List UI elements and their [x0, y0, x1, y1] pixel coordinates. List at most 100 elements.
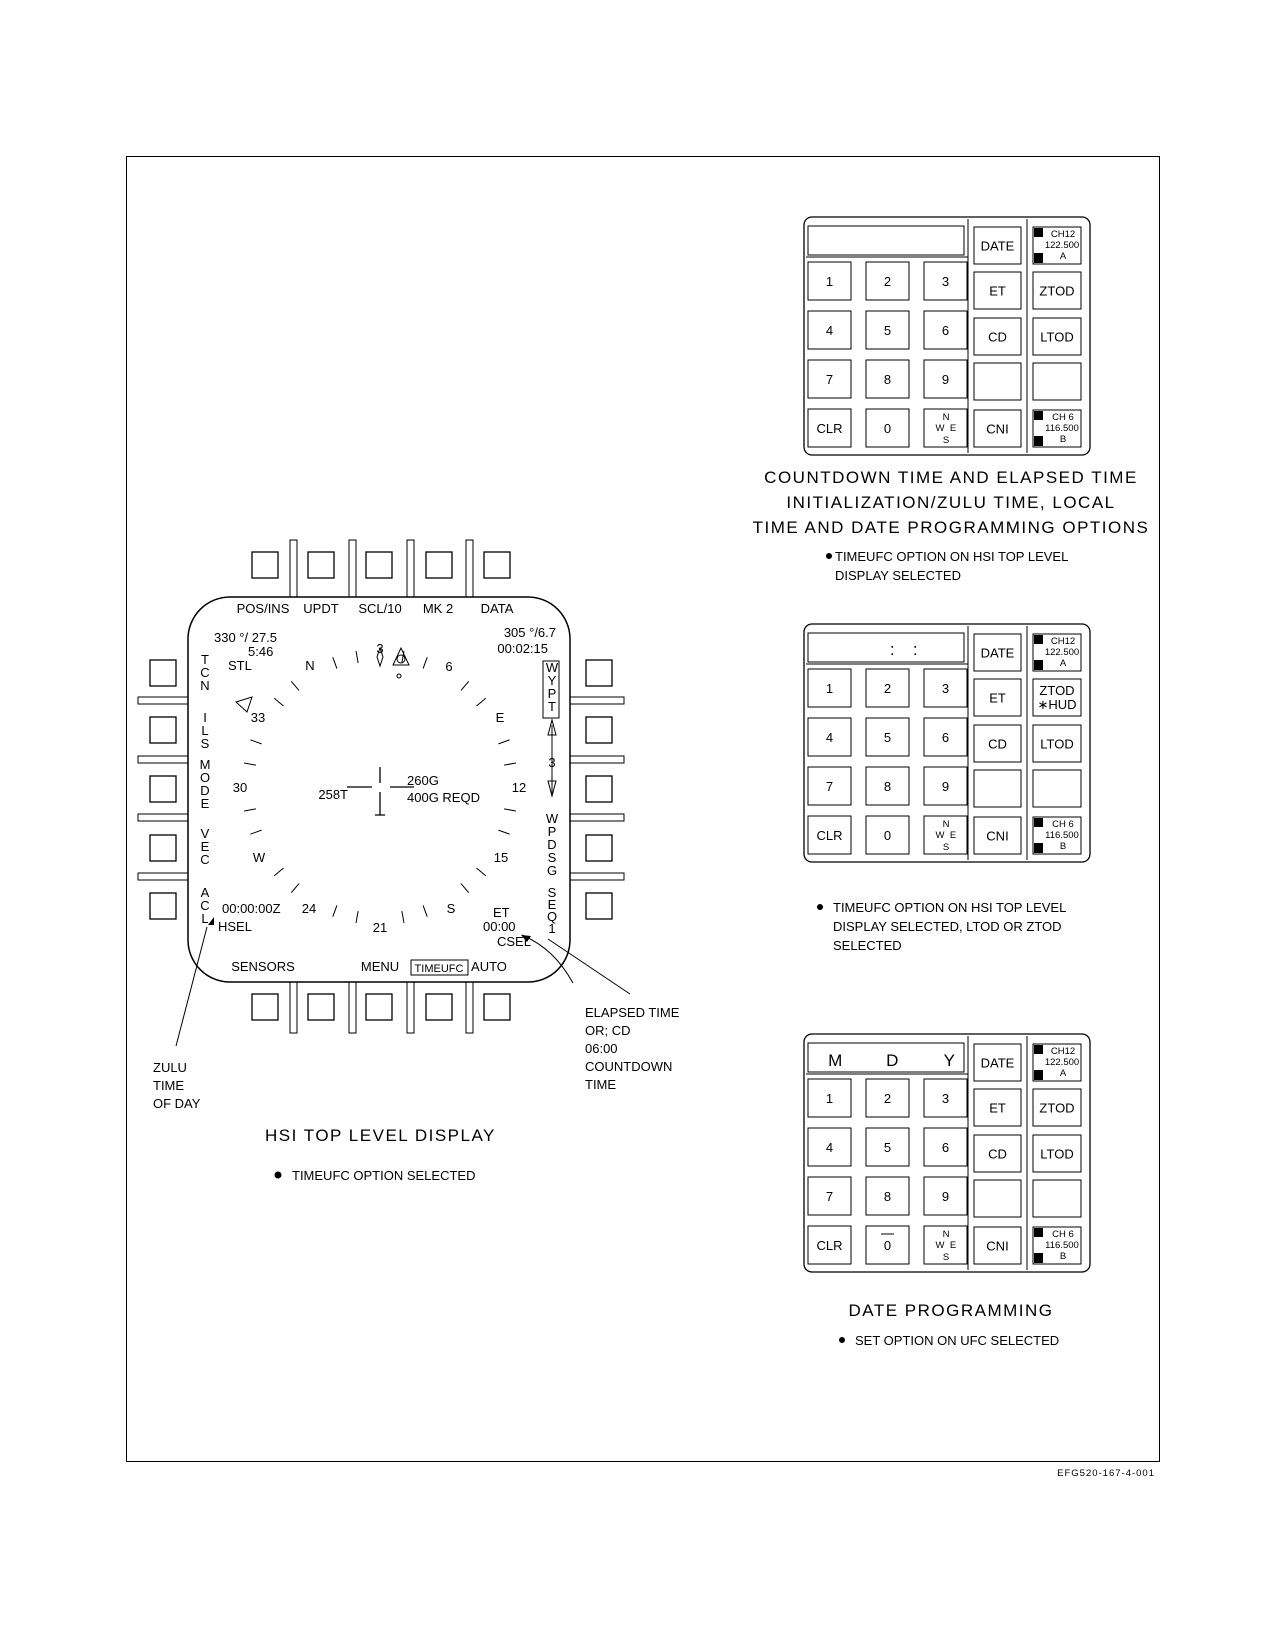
key-9[interactable]: 9	[923, 766, 968, 806]
pushbutton[interactable]	[483, 993, 511, 1021]
pushbutton[interactable]	[585, 892, 613, 920]
key-3[interactable]: 3	[923, 261, 968, 301]
key-cni[interactable]: CNI	[973, 409, 1022, 448]
groundspeed: 260G	[407, 773, 439, 788]
pushbutton[interactable]	[365, 993, 393, 1021]
key-5[interactable]: 5	[865, 1127, 910, 1167]
channel-mode: B	[1060, 1251, 1066, 1262]
key-et[interactable]: ET	[973, 678, 1022, 717]
option-sensors[interactable]: SENSORS	[231, 959, 295, 974]
key-9[interactable]: 9	[923, 1176, 968, 1216]
pushbutton[interactable]	[251, 993, 279, 1021]
key-blank[interactable]	[973, 1179, 1022, 1218]
key-blank[interactable]	[1032, 362, 1082, 401]
key-cd[interactable]: CD	[973, 317, 1022, 356]
key-1[interactable]: 1	[807, 261, 852, 301]
pushbutton[interactable]	[425, 993, 453, 1021]
pushbutton[interactable]	[307, 551, 335, 579]
pushbutton[interactable]	[251, 551, 279, 579]
key-8[interactable]: 8	[865, 1176, 910, 1216]
key-ltod[interactable]: LTOD	[1032, 724, 1082, 763]
key-1[interactable]: 1	[807, 1078, 852, 1118]
key-0[interactable]: 0	[865, 408, 910, 448]
key-cd[interactable]: CD	[973, 1134, 1022, 1173]
key-9[interactable]: 9	[923, 359, 968, 399]
key-et[interactable]: ET	[973, 1088, 1022, 1127]
key-clr[interactable]: CLR	[807, 408, 852, 448]
key-8[interactable]: 8	[865, 359, 910, 399]
pushbutton[interactable]	[585, 659, 613, 687]
pushbutton[interactable]	[149, 892, 177, 920]
key-ltod[interactable]: LTOD	[1032, 1134, 1082, 1173]
key-cni[interactable]: CNI	[973, 1226, 1022, 1265]
key-2[interactable]: 2	[865, 261, 910, 301]
key-clr[interactable]: CLR	[807, 1225, 852, 1265]
key-ztod[interactable]: ZTOD∗HUD	[1032, 678, 1082, 717]
key-7[interactable]: 7	[807, 1176, 852, 1216]
key-ztod[interactable]: ZTOD	[1032, 271, 1082, 310]
option-acl[interactable]: ACL	[200, 885, 209, 926]
key-et[interactable]: ET	[973, 271, 1022, 310]
key-blank[interactable]	[1032, 1179, 1082, 1218]
pushbutton[interactable]	[149, 775, 177, 803]
key-4[interactable]: 4	[807, 717, 852, 757]
key-blank[interactable]	[973, 362, 1022, 401]
pushbutton[interactable]	[585, 834, 613, 862]
pushbutton[interactable]	[307, 993, 335, 1021]
option-data[interactable]: DATA	[481, 601, 514, 616]
pushbutton[interactable]	[149, 834, 177, 862]
option-pos-ins[interactable]: POS/INS	[237, 601, 290, 616]
option-updt[interactable]: UPDT	[303, 601, 338, 616]
key-5[interactable]: 5	[865, 310, 910, 350]
key-7[interactable]: 7	[807, 766, 852, 806]
channel-mode: B	[1060, 434, 1066, 445]
key-blank[interactable]	[973, 769, 1022, 808]
option-auto[interactable]: AUTO	[471, 959, 507, 974]
key-4[interactable]: 4	[807, 310, 852, 350]
key-ztod[interactable]: ZTOD	[1032, 1088, 1082, 1127]
key-blank[interactable]	[1032, 769, 1082, 808]
option-mk2[interactable]: MK 2	[423, 601, 453, 616]
key-2[interactable]: 2	[865, 1078, 910, 1118]
option-scl[interactable]: SCL/10	[358, 601, 401, 616]
key-cd[interactable]: CD	[973, 724, 1022, 763]
key-clr[interactable]: CLR	[807, 815, 852, 855]
key-0[interactable]: 0	[865, 1225, 910, 1265]
key-date[interactable]: DATE	[973, 1043, 1022, 1082]
key-date[interactable]: DATE	[973, 633, 1022, 672]
pushbutton[interactable]	[585, 775, 613, 803]
key-cni[interactable]: CNI	[973, 816, 1022, 855]
pushbutton[interactable]	[585, 716, 613, 744]
key-3[interactable]: 3	[923, 1078, 968, 1118]
option-timeufc[interactable]: TIMEUFC	[415, 963, 464, 975]
pushbutton[interactable]	[483, 551, 511, 579]
key-7[interactable]: 7	[807, 359, 852, 399]
key-ltod[interactable]: LTOD	[1032, 317, 1082, 356]
option-tcn[interactable]: TCN	[200, 652, 209, 693]
key-2[interactable]: 2	[865, 668, 910, 708]
option-vec[interactable]: VEC	[200, 826, 209, 867]
pushbutton[interactable]	[149, 716, 177, 744]
option-menu[interactable]: MENU	[361, 959, 399, 974]
key-4[interactable]: 4	[807, 1127, 852, 1167]
key-0[interactable]: 0	[865, 815, 910, 855]
key-3[interactable]: 3	[923, 668, 968, 708]
option-ils[interactable]: ILS	[201, 710, 210, 751]
key-1[interactable]: 1	[807, 668, 852, 708]
key-6[interactable]: 6	[923, 717, 968, 757]
key-date[interactable]: DATE	[973, 226, 1022, 265]
key-8[interactable]: 8	[865, 766, 910, 806]
key-5[interactable]: 5	[865, 717, 910, 757]
pushbutton[interactable]	[149, 659, 177, 687]
key-6[interactable]: 6	[923, 1127, 968, 1167]
pushbutton[interactable]	[365, 551, 393, 579]
key-6[interactable]: 6	[923, 310, 968, 350]
pushbutton[interactable]	[425, 551, 453, 579]
